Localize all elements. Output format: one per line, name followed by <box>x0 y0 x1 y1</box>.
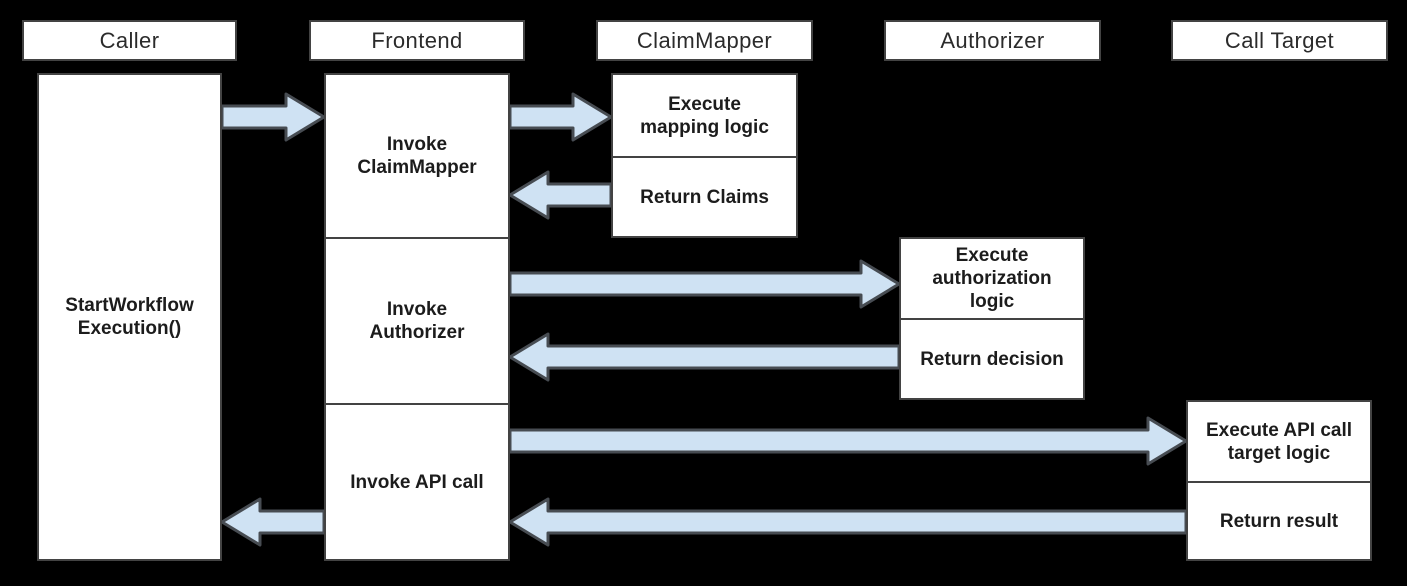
authorizer-execute-label: Execute authorization logic <box>932 245 1052 312</box>
arrow-call-target-to-frontend <box>508 497 1188 547</box>
caller-action-label: StartWorkflow Execution() <box>65 295 194 339</box>
frontend-step-invoke-claimmapper: Invoke ClaimMapper <box>357 134 477 178</box>
lane-header-caller-label: Caller <box>99 27 160 53</box>
arrow-authorizer-to-frontend <box>508 332 901 382</box>
call-target-activation-box: Execute API call target logic Return res… <box>1186 400 1372 561</box>
arrow-frontend-to-call-target <box>508 416 1188 466</box>
lane-header-claimmapper-label: ClaimMapper <box>636 27 773 53</box>
arrow-claimmapper-to-frontend <box>508 170 613 220</box>
claimmapper-activation-box: Execute mapping logic Return Claims <box>611 73 798 238</box>
frontend-activation-box: Invoke ClaimMapper Invoke Authorizer Inv… <box>324 73 510 561</box>
claimmapper-execute-label: Execute mapping logic <box>640 93 769 138</box>
authorizer-return-label: Return decision <box>901 318 1083 398</box>
lane-header-frontend-label: Frontend <box>371 27 463 53</box>
arrow-frontend-to-caller <box>220 497 326 547</box>
arrow-frontend-to-authorizer <box>508 259 901 309</box>
call-target-return-label: Return result <box>1188 481 1370 559</box>
lane-header-authorizer: Authorizer <box>884 20 1101 61</box>
lane-header-caller: Caller <box>22 20 237 61</box>
lane-header-call-target-label: Call Target <box>1224 27 1335 53</box>
authorizer-activation-box: Execute authorization logic Return decis… <box>899 237 1085 400</box>
frontend-step-invoke-authorizer: Invoke Authorizer <box>326 237 508 403</box>
frontend-step-invoke-api-call: Invoke API call <box>326 403 508 559</box>
lane-header-authorizer-label: Authorizer <box>940 27 1045 53</box>
call-target-execute-label: Execute API call target logic <box>1205 419 1353 464</box>
arrow-frontend-to-claimmapper <box>508 92 613 142</box>
lane-header-claimmapper: ClaimMapper <box>596 20 813 61</box>
claimmapper-return-label: Return Claims <box>613 156 796 236</box>
arrow-caller-to-frontend <box>220 92 326 142</box>
caller-activation-box: StartWorkflow Execution() <box>37 73 222 561</box>
lane-header-call-target: Call Target <box>1171 20 1388 61</box>
lane-header-frontend: Frontend <box>309 20 525 61</box>
